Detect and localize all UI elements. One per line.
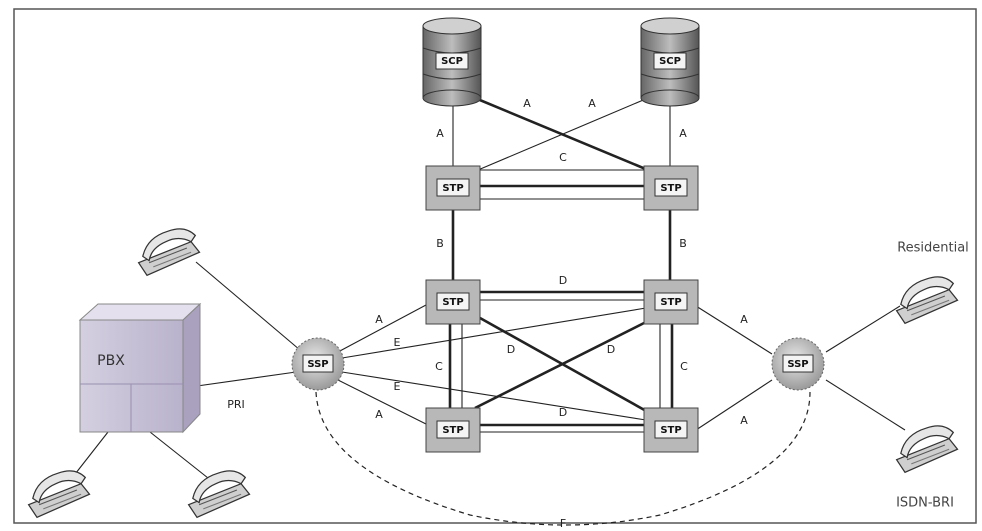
pbx-label: PBX [97, 353, 125, 369]
phone-icon [27, 470, 91, 518]
stp-bot-left-label: STP [442, 425, 463, 436]
link-d-cross-mid-left-bot-right [479, 316, 649, 414]
label-a-scp-left-down: A [436, 127, 444, 140]
label-c-top: C [559, 151, 567, 164]
link-phone-top-left-ssp [195, 261, 301, 351]
link-pbx-phone-br [149, 431, 209, 479]
label-b-left: B [436, 237, 444, 250]
link-scp-right-stp-top-left [477, 97, 649, 171]
stp-bot-right: STP [643, 407, 699, 453]
scp-right-label-box [653, 52, 687, 70]
label-f: F [560, 517, 566, 530]
stp-top-right: STP [643, 165, 699, 211]
link-d-cross-bot-left-mid-right [474, 318, 651, 410]
stp-top-left-label: STP [442, 183, 463, 194]
link-a-ssp-right-stp-mid-right [695, 305, 773, 355]
link-ssp-right-residential [825, 305, 901, 353]
link-scp-left-stp-top-right [474, 96, 649, 172]
link-a-ssp-right-stp-bot-right [695, 379, 773, 431]
stp-mid-left-label: STP [442, 297, 463, 308]
label-d-cross-right: D [607, 343, 615, 356]
ssp-left-label: SSP [307, 359, 328, 370]
link-a-ssp-left-stp-bot-left [337, 379, 427, 425]
diagram-frame [13, 8, 977, 524]
stp-top-left: STP [425, 165, 481, 211]
ssp-right: SSP [771, 337, 825, 391]
label-e-bottom: E [394, 380, 401, 393]
label-b-right: B [679, 237, 687, 250]
ssp-left: SSP [291, 337, 345, 391]
phone-icon [895, 276, 959, 324]
stp-mid-right: STP [643, 279, 699, 325]
phone-icon [895, 425, 959, 473]
stp-bot-left: STP [425, 407, 481, 453]
label-pri: PRI [227, 398, 245, 411]
caption-isdn-bri: ISDN-BRI [896, 496, 954, 511]
label-a-ssp-left-bottom: A [375, 408, 383, 421]
link-pri-pbx-ssp [182, 371, 297, 389]
label-d-bottom: D [559, 406, 567, 419]
link-ssp-right-isdn [825, 379, 906, 431]
label-a-ssp-left-top: A [375, 313, 383, 326]
label-d-top: D [559, 274, 567, 287]
scp-right-label: SCP [659, 56, 681, 67]
scp-left: SCP [422, 17, 482, 107]
label-c-left: C [435, 360, 443, 373]
link-a-ssp-left-stp-mid-left [337, 304, 427, 353]
caption-residential: Residential [897, 241, 969, 256]
link-pbx-phone-bl [71, 431, 109, 479]
pbx: PBX [78, 302, 202, 434]
label-d-cross-left: D [507, 343, 515, 356]
link-f-dashed [315, 391, 811, 526]
phone-icon [137, 228, 201, 276]
label-a-ssp-right-bottom: A [740, 414, 748, 427]
label-a-cross-left: A [523, 97, 531, 110]
links [71, 96, 906, 526]
stp-mid-left: STP [425, 279, 481, 325]
label-c-right: C [680, 360, 688, 373]
ssp-right-label: SSP [787, 359, 808, 370]
label-a-scp-right-down: A [679, 127, 687, 140]
stp-bot-right-label: STP [660, 425, 681, 436]
scp-right: SCP [640, 17, 700, 107]
scp-left-label: SCP [441, 56, 463, 67]
scp-left-label-box [435, 52, 469, 70]
stp-mid-right-label: STP [660, 297, 681, 308]
link-e-ssp-left-stp-bot-right [341, 371, 647, 421]
phone-icon [187, 470, 251, 518]
stp-top-right-label: STP [660, 183, 681, 194]
label-a-cross-right: A [588, 97, 596, 110]
label-a-ssp-right-top: A [740, 313, 748, 326]
label-e-top: E [394, 336, 401, 349]
link-labels: A A A A C B B D D D D C C E E A A A A F … [227, 97, 748, 530]
link-e-ssp-left-stp-mid-right [341, 307, 647, 359]
